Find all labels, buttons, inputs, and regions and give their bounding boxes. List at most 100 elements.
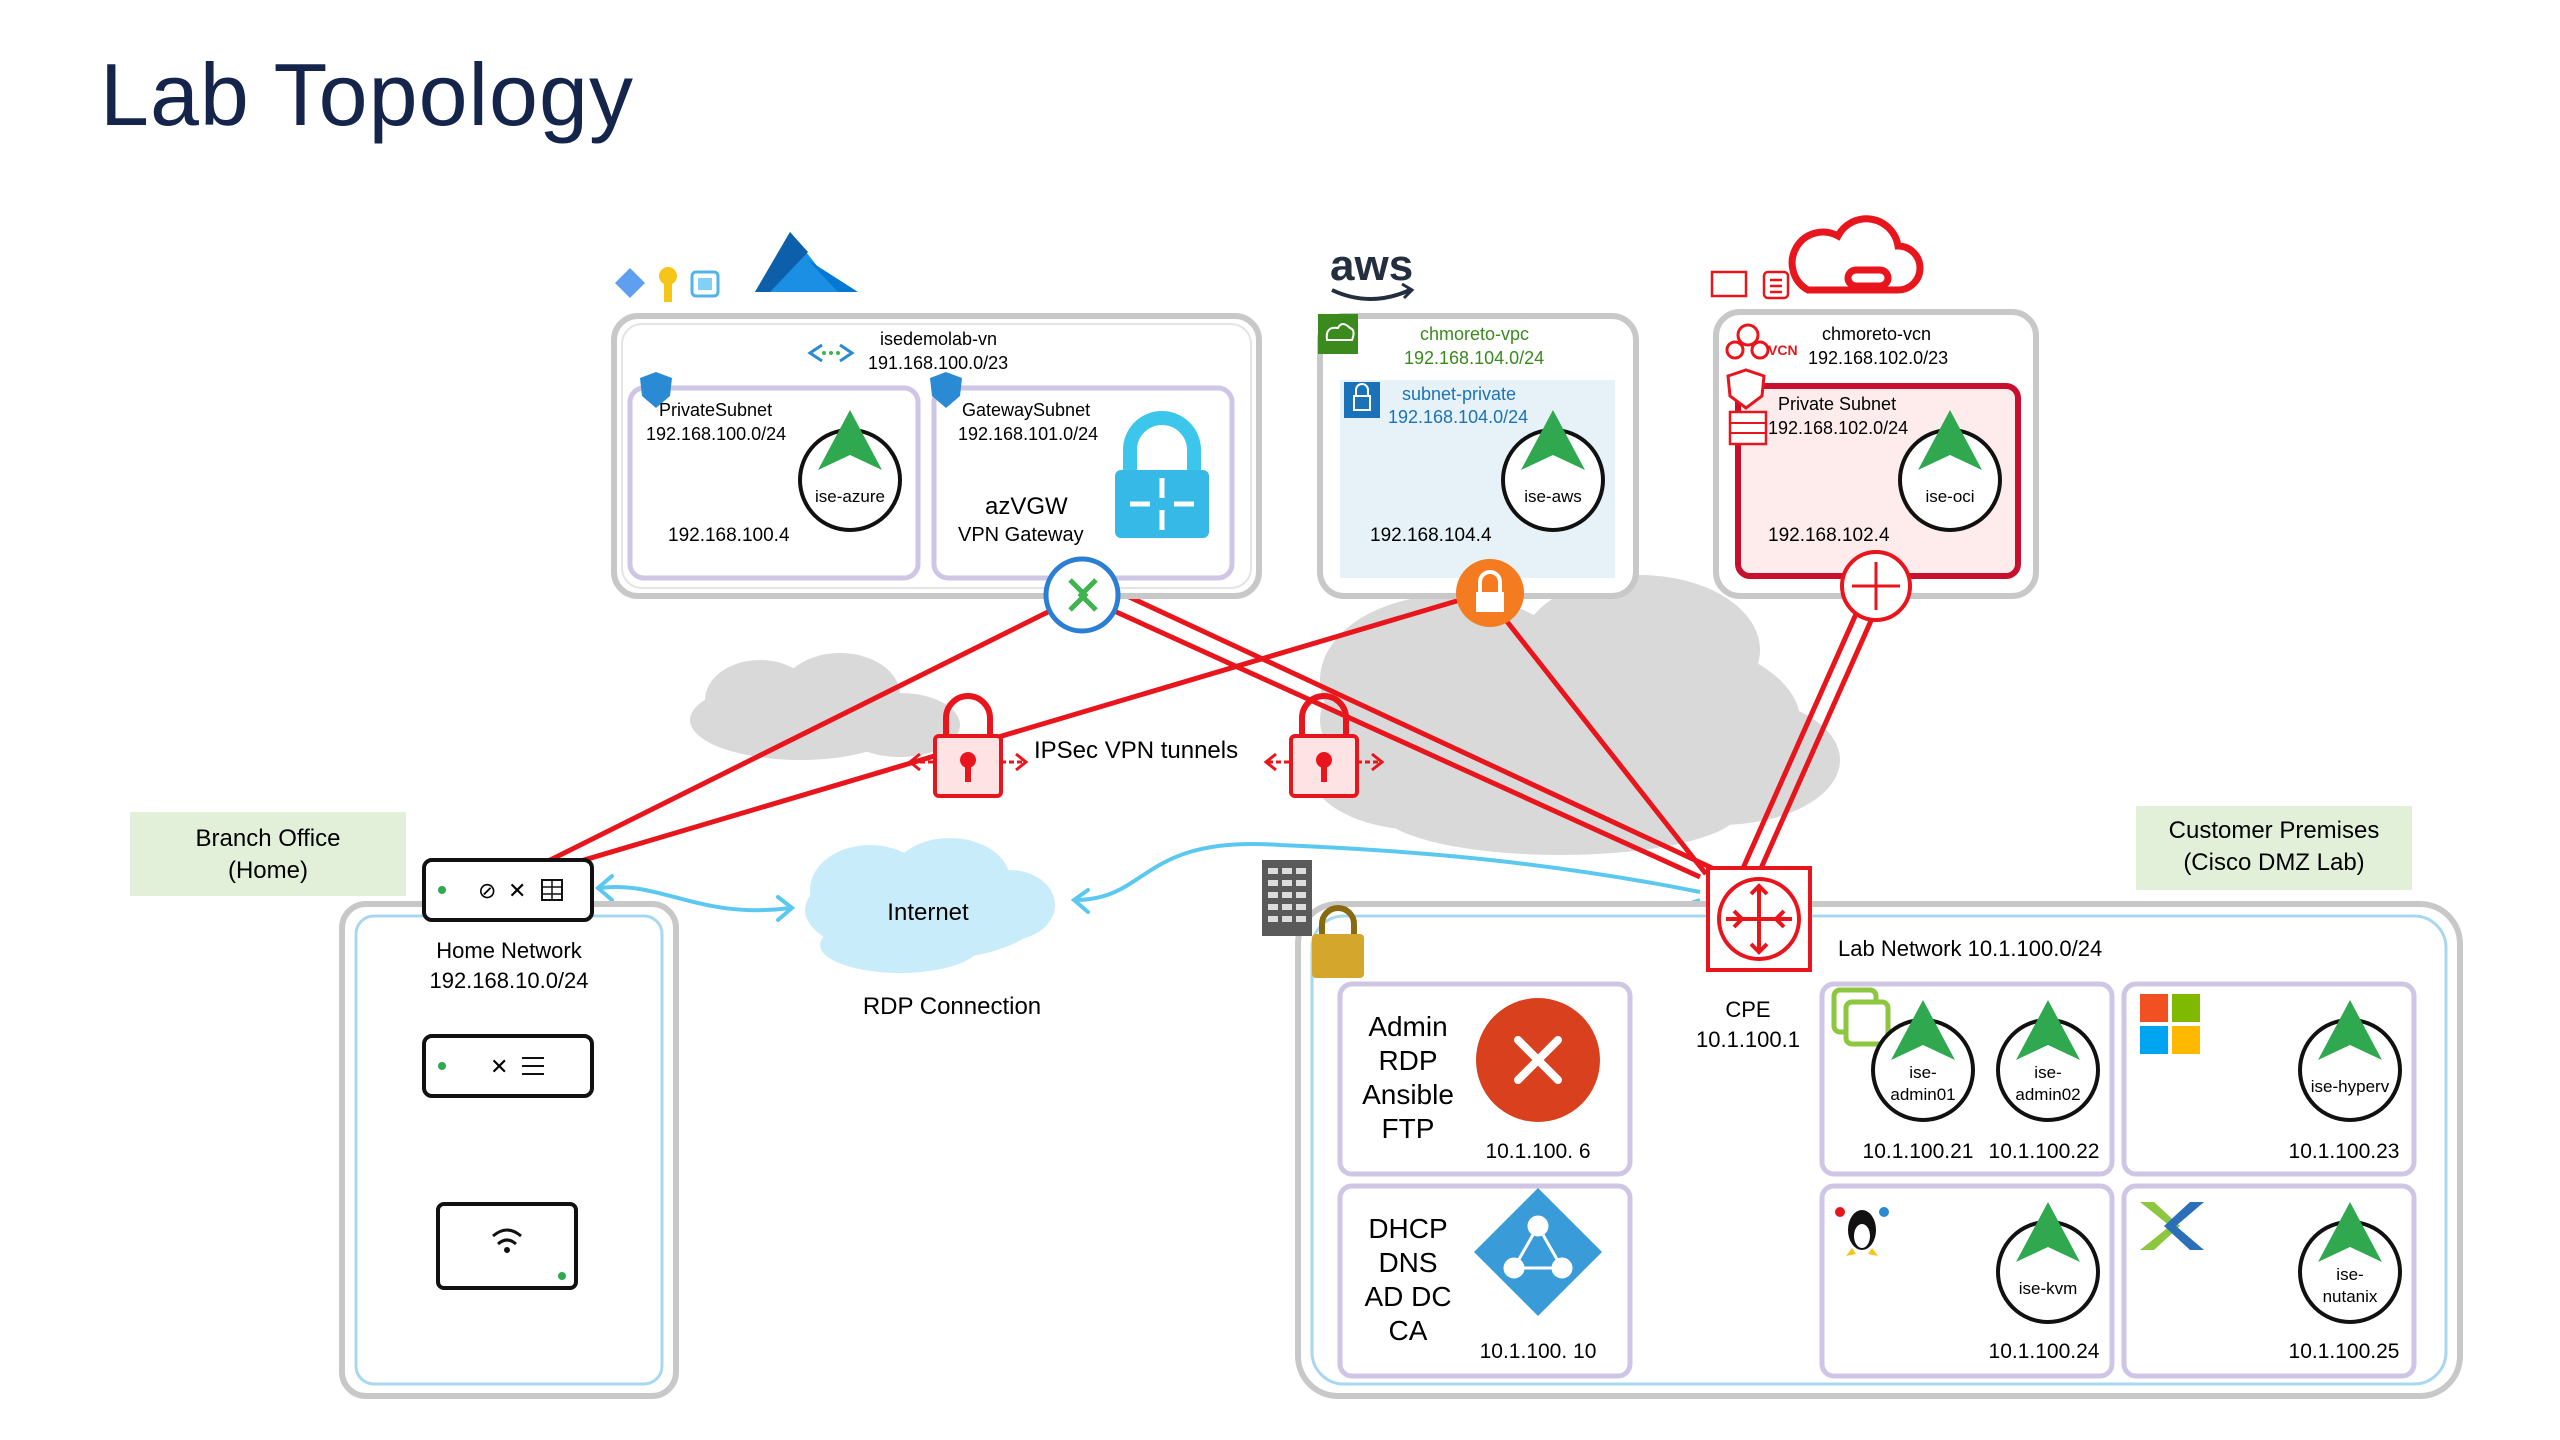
internet-label: Internet: [887, 899, 969, 926]
cpe-ip: 10.1.100.1: [1696, 1027, 1800, 1052]
svg-text:nutanix: nutanix: [2323, 1287, 2378, 1306]
dhcp-ip: 10.1.100. 10: [1480, 1340, 1597, 1363]
ipsec-tunnels-label: IPSec VPN tunnels: [1034, 737, 1238, 764]
cpe-router-icon: [1706, 866, 1812, 972]
azure-logo-icon: [755, 232, 858, 292]
oci-vcn-name: chmoreto-vcn: [1822, 324, 1931, 344]
ise-oci-node: ise-oci: [1898, 410, 2002, 532]
svg-text:ise-kvm: ise-kvm: [2019, 1279, 2078, 1298]
active-directory-icon: [1474, 1188, 1602, 1316]
ise-oci-label: ise-oci: [1925, 487, 1974, 506]
dhcp-service-3: AD DC: [1364, 1281, 1451, 1312]
vpn-gateway-icon: [1115, 411, 1209, 538]
lab-lock-icon: [1312, 905, 1364, 978]
firewall-appliance-icon: [1262, 860, 1312, 936]
aws-logo-icon: aws: [1330, 241, 1415, 301]
ise-nutanix-node: ise- nutanix: [2298, 1202, 2402, 1324]
ise-hyperv-node: ise-hyperv: [2298, 1000, 2402, 1122]
wifi-access-point: [436, 1202, 578, 1290]
ise-admin02-node: ise- admin02: [1996, 1000, 2100, 1122]
private-subnet-ip: 192.168.100.4: [668, 525, 790, 546]
grey-cloud-left: [690, 653, 960, 760]
admin01-ip: 10.1.100.21: [1863, 1140, 1974, 1163]
ise-azure-label: ise-azure: [815, 487, 885, 506]
oracle-cloud-icon: [1788, 215, 1924, 294]
dhcp-service-4: CA: [1389, 1315, 1428, 1346]
nutanix-ip: 10.1.100.25: [2289, 1340, 2400, 1363]
azure-vpn-gateway-icon: [1043, 556, 1121, 634]
admin-ip: 10.1.100. 6: [1485, 1140, 1590, 1163]
admin02-ip: 10.1.100.22: [1989, 1140, 2100, 1163]
admin-service-3: Ansible: [1362, 1079, 1454, 1110]
aws-vpn-lock-icon: [1456, 559, 1524, 627]
svg-text:ise-: ise-: [2034, 1063, 2061, 1082]
windows-logo-icon: [2140, 994, 2200, 1054]
oci-resource-icons: [1710, 270, 1790, 300]
nutanix-logo-icon: [2140, 1202, 2204, 1250]
oci-router-icon: [1840, 550, 1912, 622]
gateway-subnet-name: GatewaySubnet: [962, 400, 1090, 420]
gateway-subnet-cidr: 192.168.101.0/24: [958, 424, 1098, 444]
grey-cloud-right: [1310, 575, 1840, 855]
oci-subnet-name: Private Subnet: [1778, 394, 1896, 414]
oci-subnet-cidr: 192.168.102.0/24: [1768, 418, 1908, 438]
customer-premises-label-box: [2136, 806, 2412, 890]
customer-premises-label: Customer Premises: [2169, 817, 2380, 844]
padlock-icon: [907, 693, 1029, 798]
page-title: Lab Topology: [100, 45, 634, 144]
azure-vnet-name: isedemolab-vn: [880, 329, 997, 349]
svg-text:✕: ✕: [490, 1054, 508, 1079]
svg-text:admin02: admin02: [2015, 1085, 2080, 1104]
admin-service-1: Admin: [1368, 1011, 1447, 1042]
az-vgw-type: VPN Gateway: [958, 524, 1084, 546]
aws-subnet-cidr: 192.168.104.0/24: [1388, 407, 1528, 427]
subnet-icon: [1728, 410, 1768, 446]
svg-text:ise-: ise-: [2336, 1265, 2363, 1284]
ise-aws-node: ise-aws: [1501, 410, 1605, 532]
svg-text:admin01: admin01: [1890, 1085, 1955, 1104]
branch-office-sublabel: (Home): [228, 857, 308, 884]
branch-office-label-box: [130, 812, 406, 896]
oci-ip: 192.168.102.4: [1768, 525, 1890, 546]
linux-penguin-icon: [1835, 1207, 1889, 1256]
ise-aws-label: ise-aws: [1524, 487, 1582, 506]
ise-azure-node: ise-azure: [798, 410, 902, 532]
home-network-name: Home Network: [436, 938, 582, 963]
svg-text:ise-: ise-: [1909, 1063, 1936, 1082]
hyperv-ip: 10.1.100.23: [2289, 1140, 2400, 1163]
shield-icon: [640, 372, 672, 408]
aws-vpc-cidr: 192.168.104.0/24: [1404, 348, 1544, 368]
internet-cloud: [805, 838, 1055, 973]
aws-vpc-name: chmoreto-vpc: [1420, 324, 1529, 344]
svg-text:✕: ✕: [508, 878, 526, 903]
ise-kvm-node: ise-kvm: [1996, 1202, 2100, 1324]
oci-vcn-badge: VCN: [1768, 342, 1798, 358]
aws-ip: 192.168.104.4: [1370, 525, 1492, 546]
svg-text:aws: aws: [1330, 241, 1413, 290]
ise-admin01-node: ise- admin01: [1871, 1000, 1975, 1122]
branch-office-label: Branch Office: [196, 825, 341, 852]
vcn-icon: [1725, 323, 1770, 360]
remote-desktop-icon: [1476, 998, 1600, 1122]
admin-service-4: FTP: [1382, 1113, 1435, 1144]
lab-network-label: Lab Network 10.1.100.0/24: [1838, 936, 2102, 961]
lock-icon: [1344, 382, 1380, 418]
home-switch-device: ✕: [422, 1034, 594, 1098]
kvm-ip: 10.1.100.24: [1989, 1340, 2100, 1363]
cpe-name: CPE: [1725, 997, 1770, 1022]
svg-text:⊘: ⊘: [478, 878, 496, 903]
aws-subnet-name: subnet-private: [1402, 384, 1516, 404]
azure-vnet-cidr: 191.168.100.0/23: [868, 353, 1008, 373]
private-subnet-cidr: 192.168.100.0/24: [646, 424, 786, 444]
customer-premises-sublabel: (Cisco DMZ Lab): [2183, 849, 2364, 876]
vpc-icon: [1318, 314, 1358, 354]
padlock-icon: [1263, 693, 1385, 798]
dhcp-service-2: DNS: [1378, 1247, 1437, 1278]
private-subnet-name: PrivateSubnet: [659, 400, 772, 420]
admin-service-2: RDP: [1378, 1045, 1437, 1076]
firewall-icon: [1726, 368, 1766, 410]
shield-icon: [930, 372, 962, 408]
rdp-connection-label: RDP Connection: [863, 993, 1041, 1020]
az-vgw-name: azVGW: [985, 493, 1068, 520]
vnet-icon: [807, 343, 855, 363]
